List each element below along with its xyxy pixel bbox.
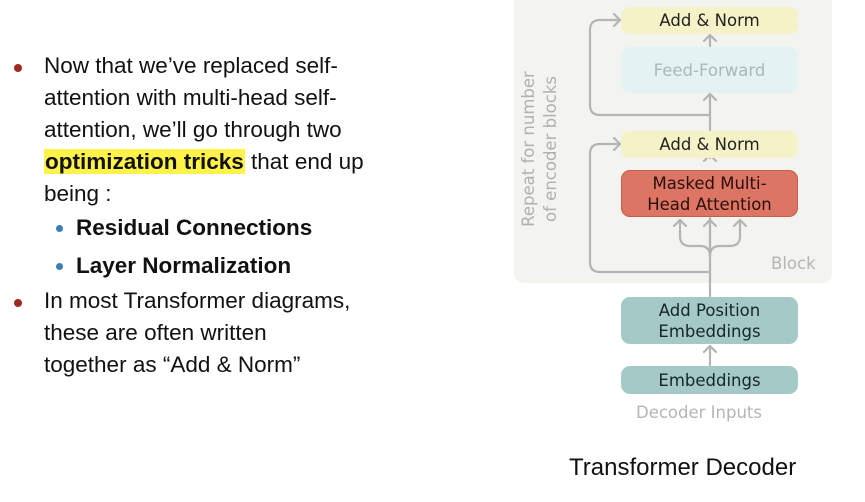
position-embeddings-line-2: Embeddings: [658, 321, 761, 341]
position-embeddings-box: Add Position Embeddings: [621, 297, 798, 344]
sub-bullet-layernorm: Layer Normalization: [76, 253, 292, 278]
bullet-1-line-2: attention with multi-head self-: [44, 85, 337, 110]
masked-attention-box: Masked Multi- Head Attention: [621, 170, 798, 217]
repeat-label: Repeat for number of encoder blocks: [519, 71, 560, 227]
feed-forward-box: Feed-Forward: [621, 47, 798, 93]
add-norm-mid-box: Add & Norm: [621, 131, 798, 158]
sub-bullet-dot: [56, 263, 63, 270]
bullet-1-line-3: attention, we’ll go through two: [44, 117, 342, 142]
bullet-dot: [14, 299, 22, 307]
bullet-1-line-4-rest: that end up: [244, 149, 364, 174]
bullet-2-line-3: together as “Add & Norm”: [44, 352, 301, 377]
bullet-dot: [14, 64, 22, 72]
add-norm-top-box: Add & Norm: [621, 7, 798, 34]
decoder-inputs-label: Decoder Inputs: [636, 403, 762, 422]
highlighted-phrase: optimization tricks: [44, 149, 245, 174]
embeddings-box: Embeddings: [621, 366, 798, 394]
sub-bullet-dot: [56, 225, 63, 232]
sub-bullet-residual: Residual Connections: [76, 215, 313, 240]
bullet-1-line-1: Now that we’ve replaced self-: [44, 53, 338, 78]
masked-attention-line-1: Masked Multi-: [652, 173, 767, 193]
bullet-2-line-2: these are often written: [44, 320, 267, 345]
bullet-2-line-1: In most Transformer diagrams,: [44, 288, 351, 313]
bullet-1-line-4: optimization tricks that end up: [44, 146, 364, 178]
bullet-1-line-5: being :: [44, 181, 112, 206]
bullet-list: Now that we’ve replaced self- attention …: [14, 53, 364, 377]
masked-attention-line-2: Head Attention: [647, 194, 772, 214]
diagram-caption: Transformer Decoder: [569, 454, 797, 481]
position-embeddings-line-1: Add Position: [658, 300, 761, 320]
block-label: Block: [771, 254, 816, 273]
